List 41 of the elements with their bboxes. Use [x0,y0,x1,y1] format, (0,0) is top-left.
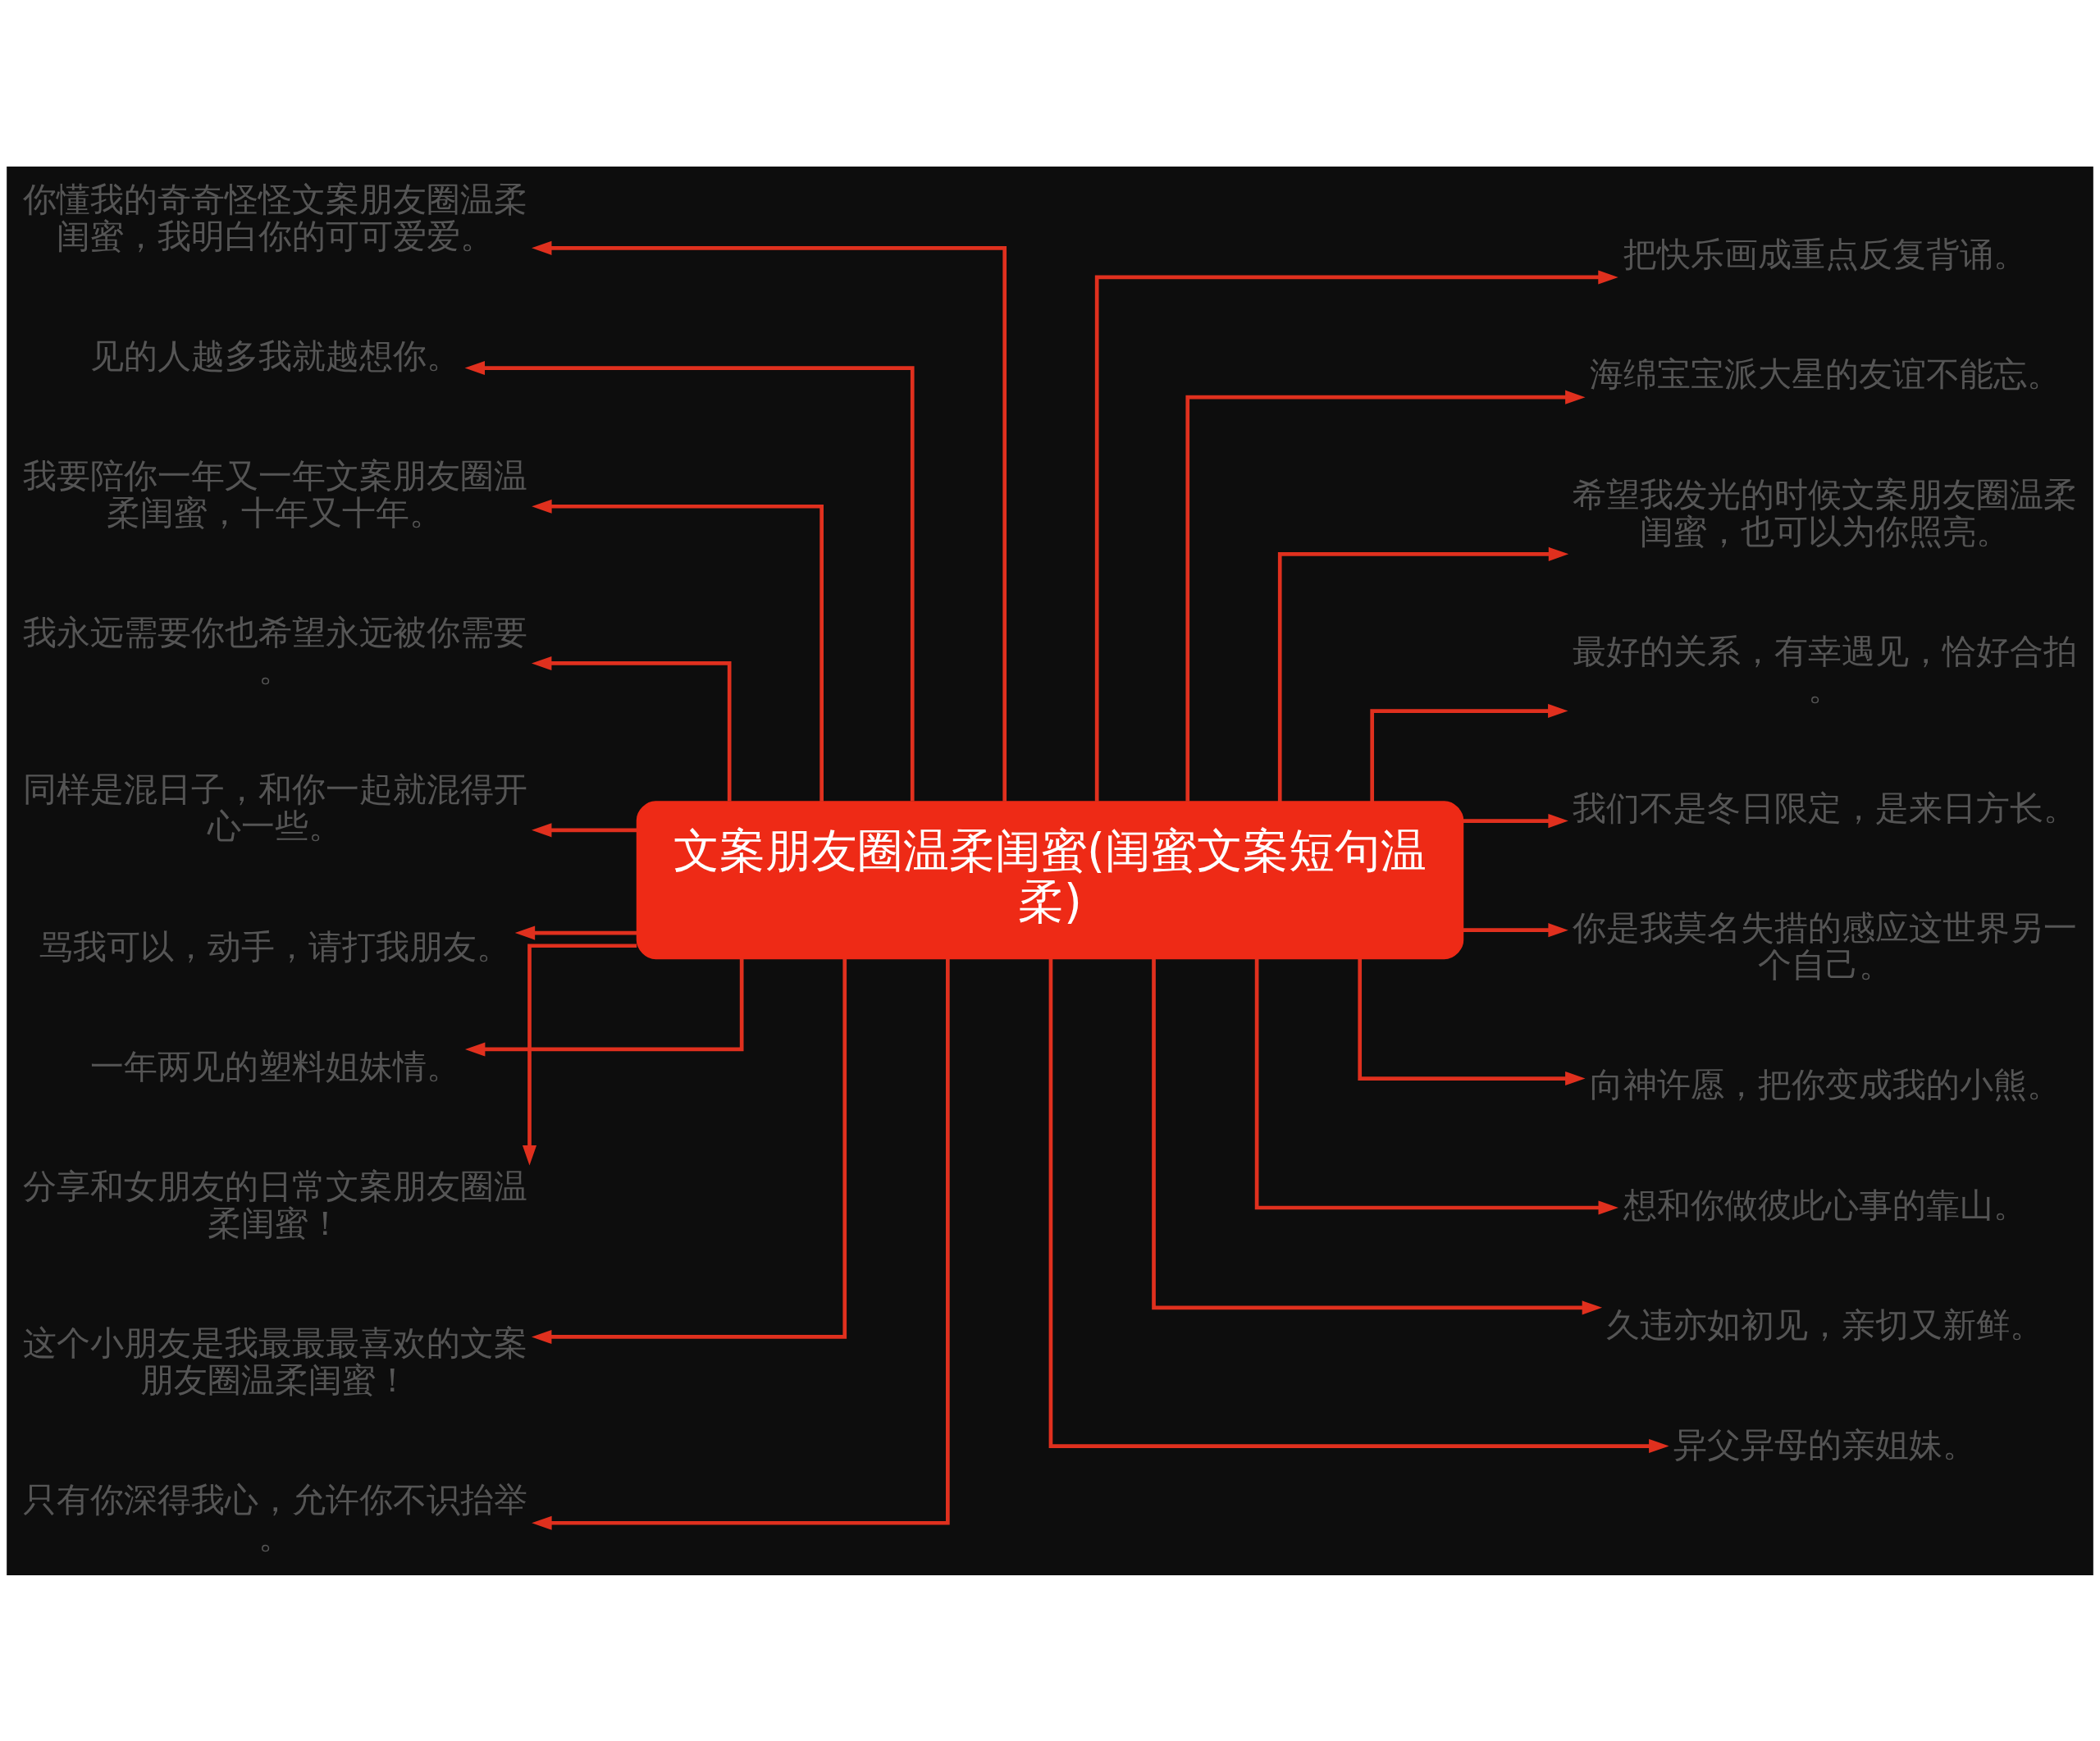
node-text: 久违亦如初见，亲切又新鲜。 [1606,1305,2044,1345]
arrow [1370,703,1568,802]
arrow [1463,922,1568,937]
node-text: 最好的关系，有幸遇见，恰好合拍。 [1573,631,2078,708]
arrow [1048,958,1669,1453]
arrow [1094,269,1618,802]
node-text: 一年两见的塑料姐妹情。 [89,1046,460,1086]
node-text: 你懂我的奇奇怪怪文案朋友圈温柔闺蜜，我明白你的可可爱爱。 [22,179,527,256]
arrow [464,958,744,1056]
node-text: 骂我可以，动手，请打我朋友。 [39,926,511,966]
arrow [532,240,1007,802]
arrow [522,943,637,1166]
node-text: 只有你深得我心，允许你不识抬举。 [22,1479,527,1556]
arrow [1277,546,1569,802]
node-text: 我要陪你一年又一年文案朋友圈温柔闺蜜，十年又十年。 [22,455,527,532]
arrow [1185,390,1586,802]
node-text: 希望我发光的时候文案朋友圈温柔闺蜜，也可以为你照亮。 [1573,474,2078,551]
arrow [1152,958,1603,1314]
arrow [514,925,637,940]
arrow [1463,813,1568,828]
node-text: 海绵宝宝派大星的友谊不能忘。 [1589,354,2061,394]
arrow [532,499,824,802]
arrow [1254,957,1618,1215]
node-box: 文案朋友圈温柔闺蜜(闺蜜文案短句温柔) [636,800,1464,959]
arrow [532,822,637,837]
node-text: 把快乐画成重点反复背诵。 [1623,234,2027,274]
node-text: 见的人越多我就越想你。 [89,336,460,376]
node-text: 你是我莫名失措的感应这世界另一个自己。 [1573,907,2078,985]
arrow [464,360,915,802]
arrow [532,958,950,1530]
node-text: 想和你做彼此心事的靠山。 [1623,1185,2027,1224]
node-text: 向神许愿，把你变成我的小熊。 [1589,1064,2061,1104]
arrow [532,957,847,1344]
node-text: 我们不是冬日限定，是来日方长。 [1573,788,2078,828]
node-text: 同样是混日子，和你一起就混得开心一些。 [22,769,527,846]
node-text: 这个小朋友是我最最最喜欢的文案朋友圈温柔闺蜜！ [22,1323,527,1400]
node-text: 分享和女朋友的日常文案朋友圈温柔闺蜜！ [22,1166,527,1243]
arrow [1358,958,1586,1085]
arrow [532,656,732,802]
node-text: 我永远需要你也希望永远被你需要。 [22,612,527,689]
node-text: 异父异母的亲姐妹。 [1673,1424,1977,1465]
